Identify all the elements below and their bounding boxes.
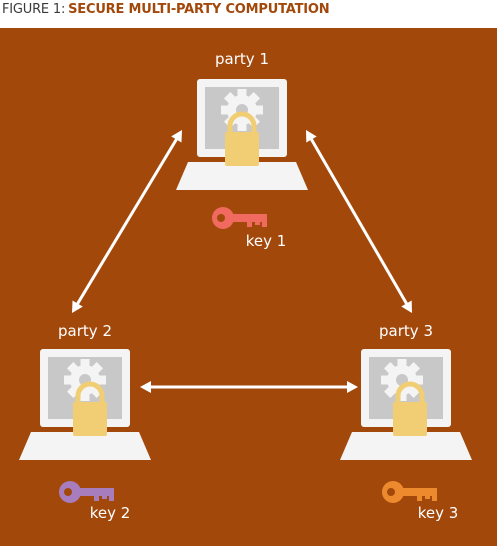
connection-arrows (72, 130, 412, 393)
party-1-node: party 1 key 1 (176, 50, 308, 250)
party-3-gear-icon (381, 359, 423, 401)
party-3-computer-icon (340, 349, 472, 460)
party-3-key-label: key 3 (418, 504, 459, 522)
connection-arrow-3 (140, 381, 358, 393)
party-2-lock-icon (73, 381, 107, 436)
party-1-key-label: key 1 (246, 232, 287, 250)
party-1-lock-icon (225, 111, 259, 166)
figure-number: FIGURE 1: (2, 2, 66, 17)
mpc-diagram: party 1 key 1 party 2 key 2 (0, 28, 497, 546)
party-1-computer-icon (176, 79, 308, 190)
party-2-label: party 2 (58, 322, 112, 340)
party-3-lock-icon (393, 381, 427, 436)
party-2-key-label: key 2 (90, 504, 131, 522)
connection-arrow-2 (306, 130, 412, 313)
party-1-gear-icon (221, 89, 263, 131)
party-3-node: party 3 key 3 (340, 322, 472, 522)
figure-caption: FIGURE 1:SECURE MULTI-PARTY COMPUTATION (2, 2, 330, 17)
figure-title: SECURE MULTI-PARTY COMPUTATION (68, 2, 330, 17)
party-1-label: party 1 (215, 50, 269, 68)
party-2-node: party 2 key 2 (19, 322, 151, 522)
figure-header: FIGURE 1:SECURE MULTI-PARTY COMPUTATION (0, 0, 497, 28)
party-2-key-icon (59, 481, 114, 503)
connection-arrow-1 (72, 130, 182, 313)
party-2-computer-icon (19, 349, 151, 460)
party-1-key-icon (212, 207, 267, 229)
party-3-key-icon (382, 481, 437, 503)
party-3-label: party 3 (379, 322, 433, 340)
